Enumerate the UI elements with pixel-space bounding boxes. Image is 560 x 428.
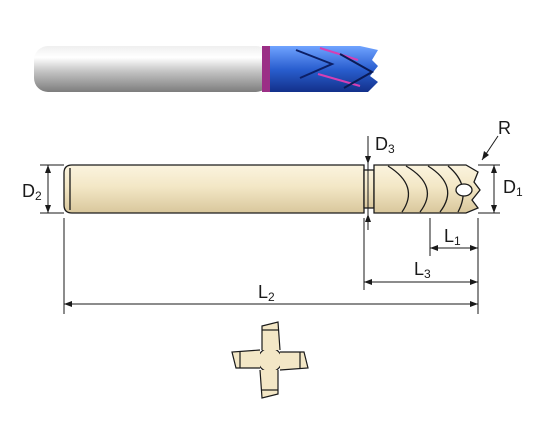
dimension-lines [40,135,500,314]
l1-label: L1 [444,226,461,248]
photo-fluted-head [270,46,378,92]
drawing-flute-1 [387,165,410,213]
end-view-tooth-right [279,351,309,371]
drawing-shank [63,164,365,214]
d1-label: D1 [503,177,523,199]
end-view-tooth-top [261,321,281,351]
l2-label: L2 [258,282,275,304]
photo-flute-4 [339,53,375,89]
tool-photo [34,46,378,92]
end-view-tooth-bottom [259,369,279,399]
drawing-flute-3 [427,165,449,213]
photo-flute-1 [295,49,335,79]
r-label: R [498,118,511,138]
drawing-flute-2 [405,165,428,213]
photo-flute-2 [319,47,359,61]
drawing-cutting-edge [455,183,473,197]
end-view-section [231,321,309,399]
l3-label: L3 [414,259,431,281]
end-view-tooth-left [231,349,261,369]
tool-drawing [63,164,481,214]
d2-label: D2 [22,181,42,203]
dimension-arrows [45,151,497,307]
photo-shank [34,46,270,92]
d3-label: D3 [375,134,395,156]
drawing-neck [363,169,375,209]
end-view-center-ring [257,347,283,373]
photo-neck-band [262,46,270,92]
